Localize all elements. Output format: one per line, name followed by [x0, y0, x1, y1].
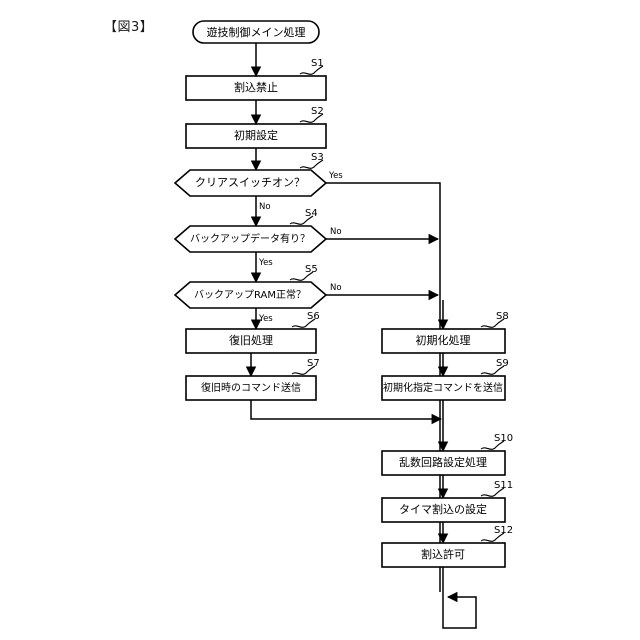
edge-label-s3-yes: Yes — [328, 171, 343, 181]
leader-s3 — [299, 159, 324, 169]
node-s11: タイマ割込の設定 — [381, 497, 506, 523]
node-s4: バックアップデータ有り？ — [173, 225, 328, 253]
node-s1: 割込禁止 — [185, 75, 327, 101]
node-s5-label: バックアップRAM正常？ — [194, 288, 306, 301]
step-label-s12: S12 — [494, 525, 513, 536]
leader-s7 — [291, 365, 316, 375]
leader-s8 — [480, 318, 505, 328]
node-s7: 復旧時のコマンド送信 — [185, 375, 317, 401]
step-label-s8: S8 — [496, 311, 509, 322]
node-s11-label: タイマ割込の設定 — [399, 502, 487, 516]
node-s2: 初期設定 — [185, 123, 327, 149]
node-s3-label: クリアスイッチオン？ — [195, 176, 305, 189]
step-label-s2: S2 — [311, 106, 324, 117]
step-label-s11: S11 — [494, 480, 513, 491]
node-s10-label: 乱数回路設定処理 — [399, 455, 487, 469]
figure-label: 【図3】 — [104, 20, 154, 35]
node-s4-label: バックアップデータ有り？ — [190, 232, 310, 245]
edge-label-s5-yes: Yes — [258, 314, 273, 324]
step-label-s7: S7 — [307, 358, 320, 369]
leader-s12 — [480, 532, 505, 542]
node-start-label: 遊技制御メイン処理 — [207, 25, 306, 39]
node-s8: 初期化処理 — [381, 328, 506, 354]
step-label-s6: S6 — [307, 311, 320, 322]
leader-s9 — [480, 365, 505, 375]
node-s10: 乱数回路設定処理 — [381, 450, 506, 476]
step-label-s1: S1 — [311, 58, 324, 69]
leader-s1 — [299, 65, 324, 75]
node-s1-label: 割込禁止 — [234, 80, 278, 94]
leader-s11 — [480, 487, 505, 497]
step-label-s9: S9 — [496, 358, 509, 369]
node-s5: バックアップRAM正常？ — [173, 281, 328, 309]
step-label-s4: S4 — [305, 208, 318, 219]
node-s2-label: 初期設定 — [234, 128, 278, 142]
step-label-s3: S3 — [311, 152, 324, 163]
edge-label-s5-no: No — [330, 283, 342, 293]
node-s12: 割込許可 — [381, 542, 506, 568]
leader-s10 — [480, 440, 505, 450]
step-label-s5: S5 — [305, 264, 318, 275]
node-s9-label: 初期化指定コマンドを送信 — [383, 381, 503, 394]
node-s8-label: 初期化処理 — [416, 333, 471, 347]
edge-s7-to-right-column — [250, 400, 443, 425]
edge-label-s4-no: No — [330, 227, 342, 237]
leader-s4 — [289, 215, 314, 225]
node-s12-label: 割込許可 — [421, 547, 465, 561]
edge-loop-back — [442, 567, 477, 629]
node-s6: 復旧処理 — [185, 328, 317, 354]
edge-label-s3-no: No — [259, 202, 271, 212]
leader-s5 — [289, 271, 314, 281]
node-s9: 初期化指定コマンドを送信 — [381, 375, 506, 401]
node-start: 遊技制御メイン処理 — [192, 20, 320, 44]
step-label-s10: S10 — [494, 433, 513, 444]
node-s7-label: 復旧時のコマンド送信 — [201, 381, 301, 394]
node-s3: クリアスイッチオン？ — [173, 169, 328, 197]
leader-s2 — [299, 113, 324, 123]
edge-label-s4-yes: Yes — [258, 258, 273, 268]
node-s6-label: 復旧処理 — [229, 334, 273, 347]
leader-s6 — [291, 318, 316, 328]
